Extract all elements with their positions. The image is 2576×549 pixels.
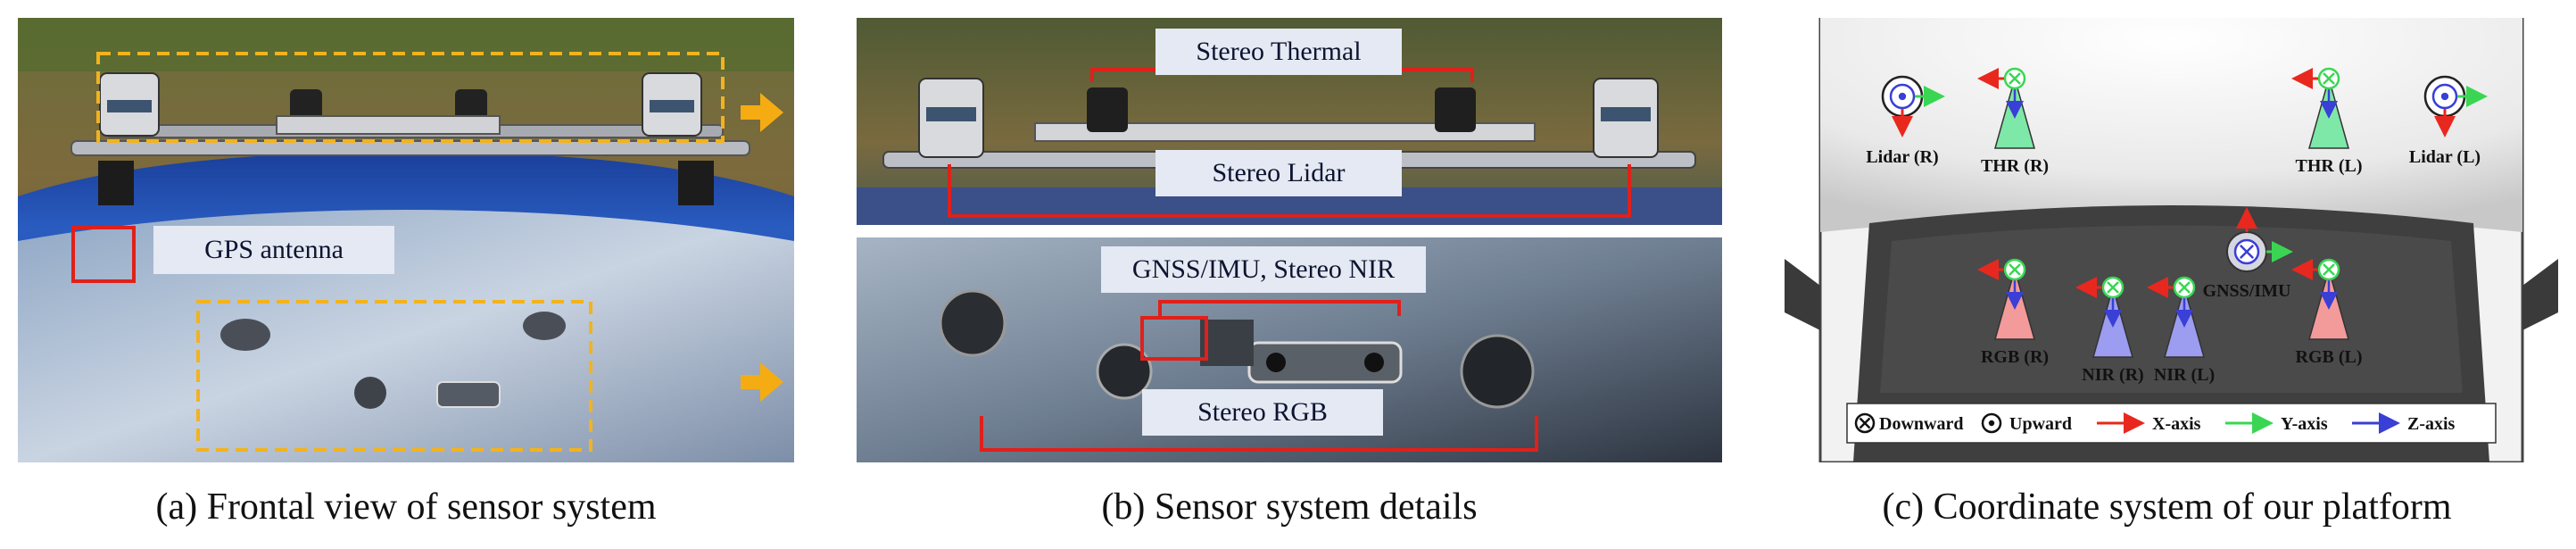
arrow-right-icon [741, 362, 783, 402]
lidar-left-shape [99, 72, 160, 137]
caption-c: (c) Coordinate system of our platform [1882, 487, 2452, 528]
sensor-nir-l: NIR (L) [2147, 276, 2215, 385]
gps-antenna-highlight [71, 226, 136, 283]
panel-b-top-photo: Stereo Thermal Stereo Lidar [857, 18, 1722, 225]
sensor-lidar-r: Lidar (R) [1866, 75, 1945, 167]
stereo-lidar-label: Stereo Lidar [1155, 150, 1402, 196]
dashboard-sensor-highlight [196, 300, 592, 452]
downward-marker-icon [2317, 67, 2340, 90]
sensor-label-rgb-l: RGB (L) [2296, 347, 2363, 367]
legend-upward-label: Upward [2009, 414, 2072, 434]
gps-antenna-label: GPS antenna [153, 226, 394, 274]
sensor-label-thr-l: THR (L) [2296, 156, 2363, 176]
gnss-nir-bracket [1158, 300, 1401, 316]
panel-c-coordinate-diagram: Downward Upward X-axis Y-axis Z-axis Lidar (… [1785, 18, 2558, 462]
stereo-thermal-label: Stereo Thermal [1155, 29, 1402, 75]
caption-a: (a) Frontal view of sensor system [155, 487, 657, 528]
sensor-label-lidar-r: Lidar (R) [1866, 147, 1938, 167]
arrow-right-icon [741, 93, 783, 132]
legend-y-axis-label: Y-axis [2281, 414, 2328, 434]
sensor-rgb-l: RGB (L) [2291, 258, 2363, 367]
stereo-rgb-label: Stereo RGB [1142, 389, 1383, 436]
sensor-nir-r: NIR (R) [2075, 276, 2144, 385]
panel-a-frontal-photo: GPS antenna [18, 18, 794, 462]
gnss-nir-label: GNSS/IMU, Stereo NIR [1101, 246, 1426, 293]
legend-upward-icon [1981, 412, 2002, 434]
sensor-label-gnss-imu: GNSS/IMU [2203, 281, 2291, 301]
legend-downward-icon [1854, 412, 1876, 434]
legend-z-axis-label: Z-axis [2407, 414, 2456, 434]
downward-marker-icon [2101, 276, 2125, 299]
sensor-lidar-l: Lidar (L) [2409, 75, 2488, 167]
downward-marker-icon [2003, 258, 2026, 281]
downward-marker-icon [2003, 67, 2026, 90]
downward-marker-icon [2173, 276, 2196, 299]
stereo-rgb-bracket [980, 416, 1538, 452]
sensor-gnss-imu: GNSS/IMU [2203, 207, 2293, 301]
panel-b-bottom-photo: GNSS/IMU, Stereo NIR Stereo RGB [857, 237, 1722, 462]
downward-marker-icon [2233, 238, 2260, 265]
gnss-imu-highlight [1140, 316, 1208, 361]
stereo-lidar-bracket [948, 164, 1631, 218]
sensor-label-thr-r: THR (R) [1981, 156, 2049, 176]
sensor-thr-r: THR (R) [1977, 67, 2049, 176]
sensor-label-nir-r: NIR (R) [2082, 365, 2143, 385]
sensor-label-nir-l: NIR (L) [2154, 365, 2215, 385]
sensor-rgb-r: RGB (R) [1977, 258, 2049, 367]
sensor-thr-l: THR (L) [2291, 67, 2363, 176]
upward-marker-icon [2431, 83, 2458, 110]
lidar-right-shape [642, 72, 702, 137]
legend-x-axis-label: X-axis [2152, 414, 2201, 434]
sensor-label-lidar-l: Lidar (L) [2409, 147, 2481, 167]
lidar-rack-highlight [96, 52, 725, 143]
legend-downward-label: Downward [1879, 414, 1963, 434]
upward-marker-icon [1889, 83, 1916, 110]
caption-b: (b) Sensor system details [1101, 487, 1478, 528]
downward-marker-icon [2317, 258, 2340, 281]
sensor-label-rgb-r: RGB (R) [1981, 347, 2049, 367]
